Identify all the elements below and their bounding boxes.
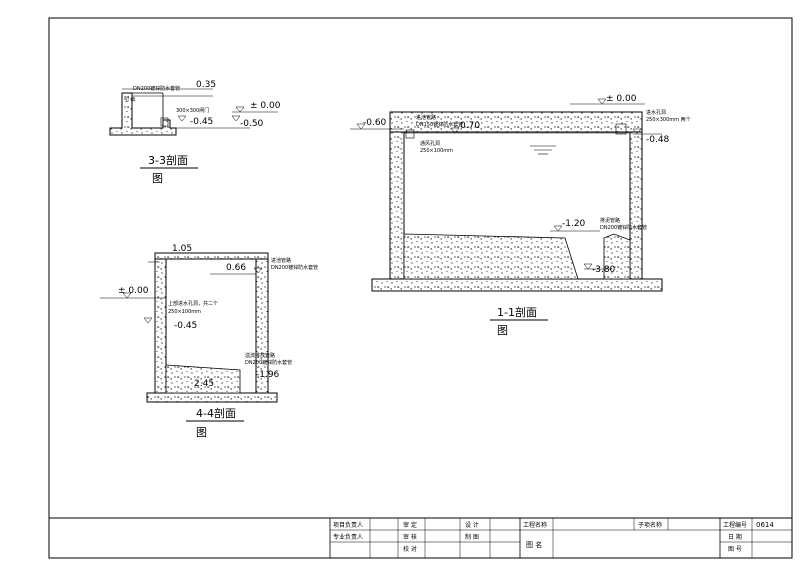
level-mid: 0.66 (226, 263, 246, 273)
level-top: 0.35 (196, 80, 216, 90)
project-no-value: 0614 (756, 521, 774, 529)
date-label: 日 期 (728, 533, 742, 541)
top-pipe-note: 进池管路 (271, 257, 291, 264)
level-bottom: -3.80 (592, 265, 616, 275)
wall-left (154, 252, 167, 394)
review-label: 审 核 (403, 533, 417, 541)
inlet-size: 250×100mm (168, 309, 201, 315)
project-no-label: 工程编号 (723, 521, 747, 529)
section-4-4-subtitle: 图 (196, 426, 207, 439)
level-inlet: -0.45 (174, 321, 197, 331)
base-slab (146, 392, 278, 403)
pipe-note: DN200镀锌防水套管 (133, 85, 180, 92)
inlet-pipe-symbol (405, 129, 415, 139)
draw-label: 制 图 (465, 533, 479, 541)
base-slab (371, 278, 663, 292)
design-label: 设 计 (465, 521, 479, 529)
discipline-leader-label: 专业负责人 (333, 533, 363, 541)
section-1-1: ± 0.00 -0.60 0.70 -0.48 -1.20 -3.80 进池管路… (350, 94, 691, 337)
gate-symbol (160, 117, 169, 127)
section-3-3-subtitle: 图 (152, 172, 163, 185)
level-outlet: -1.96 (256, 370, 280, 380)
in-pipe-note: 进池管路 (416, 114, 436, 121)
sump-wall (603, 233, 631, 280)
top-slab (389, 111, 643, 133)
outlet-pipe-symbol (615, 123, 627, 135)
left-hole-note: 通风孔洞 (420, 140, 440, 147)
section-4-4: 1.05 0.66 ± 0.00 -0.45 -1.96 2.45 上部进水孔洞… (100, 244, 318, 439)
level-mid: -1.20 (562, 219, 586, 229)
level-ground: ± 0.00 (118, 286, 149, 296)
project-leader-label: 项目负责人 (333, 521, 363, 529)
section-3-3-title: 3-3剖面 (148, 153, 188, 167)
level-top: 1.05 (172, 244, 192, 254)
sub-project-label: 子项名称 (638, 521, 662, 529)
level-water: 0.70 (460, 121, 480, 131)
wall-left (389, 111, 405, 280)
section-4-4-title: 4-4剖面 (196, 406, 236, 420)
wall-right (629, 111, 643, 280)
section-1-1-subtitle: 图 (497, 324, 508, 337)
section-3-3-concrete (109, 92, 177, 136)
top-slab (154, 252, 269, 260)
left-hole-sub: 250×100mm (420, 148, 453, 154)
approve-label: 审 定 (403, 521, 417, 529)
drawing-name-label: 图 名 (526, 540, 542, 549)
level-inner: -0.45 (190, 117, 213, 127)
level-outer: -0.50 (240, 119, 264, 129)
level-right: -0.48 (646, 135, 670, 145)
level-ground: ± 0.00 (606, 94, 637, 104)
sludge-fill (165, 364, 241, 394)
section-3-3: 0.35 ± 0.00 -0.45 -0.50 DN200镀锌防水套管 引 出 … (109, 80, 281, 185)
pipe-note-sub: 引 出 (124, 96, 136, 103)
title-block: 项目负责人 专业负责人 审 定 审 核 校 对 设 计 制 图 工程名称 子项名… (48, 517, 793, 559)
gate-note: 300×300闸门 (176, 107, 209, 114)
sheet-no-label: 图 号 (728, 546, 742, 553)
check-label: 校 对 (403, 545, 417, 553)
inlet-note: 上部进水孔洞，共二个 (168, 300, 218, 307)
out-pipe-note: 排泥管路 (600, 217, 620, 224)
right-hole-note: 进水孔洞 (646, 109, 666, 116)
in-pipe-sub: DN150镀锌防水套管 (416, 121, 463, 128)
level-ground: ± 0.00 (250, 101, 281, 111)
level-bottom: 2.45 (194, 379, 214, 389)
section-1-1-title: 1-1剖面 (497, 305, 537, 319)
bottom-pipe-sub: DN200镀锌防水套管 (245, 359, 292, 366)
bottom-pipe-note: 溢流排放管路 (245, 352, 275, 359)
level-left: -0.60 (363, 118, 387, 128)
project-name-label: 工程名称 (523, 521, 547, 529)
right-hole-sub: 250×300mm 两个 (646, 117, 691, 123)
out-pipe-sub: DN200镀锌防水套管 (600, 224, 647, 231)
top-pipe-sub: DN200镀锌防水套管 (271, 264, 318, 271)
sludge-fill (403, 233, 579, 280)
